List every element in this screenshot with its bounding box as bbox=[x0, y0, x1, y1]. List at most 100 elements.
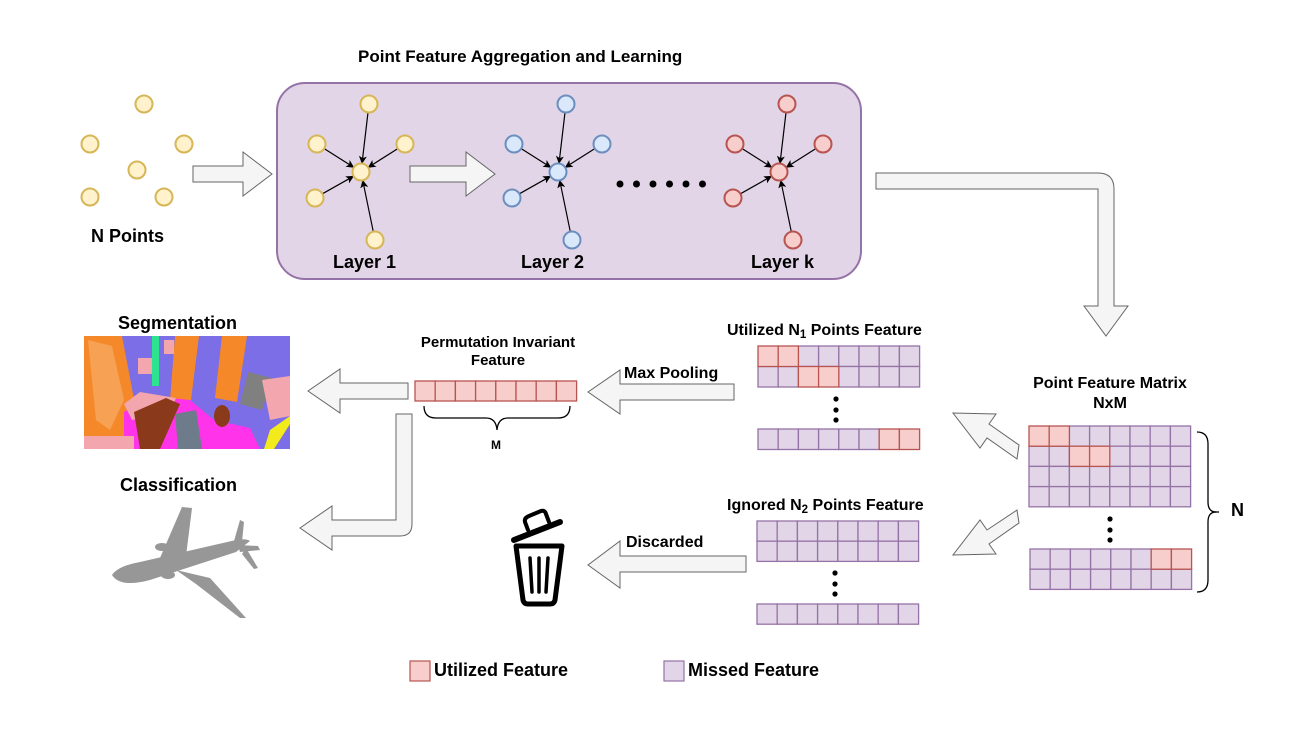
missed-feature-cell bbox=[1149, 485, 1172, 508]
missed-feature-cell bbox=[877, 520, 900, 542]
missed-feature-cell bbox=[756, 520, 778, 542]
missed-feature-cell bbox=[1029, 548, 1051, 570]
edge-arrow bbox=[740, 175, 773, 195]
invariant-title: Permutation Invariant Feature bbox=[388, 334, 608, 369]
missed-feature-cell bbox=[857, 520, 879, 542]
utilized-feature-cell bbox=[817, 365, 840, 388]
diagram-title: Point Feature Aggregation and Learning bbox=[358, 47, 683, 66]
missed-feature-cell bbox=[1149, 445, 1172, 468]
missed-feature-cell bbox=[877, 603, 900, 625]
missed-feature-cell bbox=[1169, 485, 1192, 508]
utilized-feature-cell bbox=[474, 380, 497, 402]
missed-feature-cell bbox=[838, 365, 860, 388]
missed-feature-cell bbox=[898, 365, 921, 388]
center-point bbox=[548, 162, 568, 182]
missed-feature-cell bbox=[796, 603, 819, 625]
utilized-feature-cell bbox=[1068, 445, 1091, 468]
missed-feature-cell bbox=[1068, 425, 1091, 447]
neighbor-point bbox=[359, 94, 379, 114]
missed-feature-cell bbox=[1109, 445, 1131, 468]
utilized-feature-cell bbox=[515, 380, 537, 402]
neighbor-point bbox=[556, 94, 576, 114]
layer-2-label: Layer 2 bbox=[521, 252, 585, 272]
missed-feature-cell bbox=[1028, 465, 1050, 488]
missed-feature-cell bbox=[857, 540, 879, 563]
invariant-title-line2: Feature bbox=[470, 352, 526, 369]
utilized-feature-cell bbox=[878, 428, 901, 451]
missed-feature-cell bbox=[837, 520, 859, 542]
discarded-label: Discarded bbox=[626, 534, 704, 551]
ellipsis-dot bbox=[666, 180, 673, 188]
missed-feature-cell bbox=[1170, 568, 1193, 591]
missed-feature-cell bbox=[1109, 485, 1131, 508]
edge-arrow bbox=[776, 112, 787, 165]
missed-feature-cell bbox=[1068, 465, 1091, 488]
airplane-point-cloud bbox=[112, 507, 260, 618]
missed-feature-cell bbox=[777, 428, 800, 451]
legend-swatch-utilized bbox=[409, 660, 431, 682]
ellipsis-dot bbox=[616, 180, 624, 188]
missed-feature-cell bbox=[1109, 425, 1131, 447]
input-point bbox=[134, 94, 154, 114]
missed-feature-cell bbox=[776, 603, 799, 625]
utilized-feature-cell bbox=[797, 365, 820, 388]
missed-feature-cell bbox=[1069, 568, 1092, 591]
missed-feature-cell bbox=[1169, 445, 1192, 468]
layer-graph-1 bbox=[305, 94, 415, 250]
utilized-feature-grid bbox=[757, 345, 921, 451]
layer-k-label: Layer k bbox=[751, 252, 815, 272]
edge-arrow bbox=[521, 148, 552, 168]
utilized-feature-cell bbox=[757, 345, 779, 368]
utilized-feature-cell bbox=[1028, 425, 1050, 447]
utilized-title-prefix: Utilized N bbox=[727, 322, 800, 339]
neighbor-point bbox=[365, 230, 385, 250]
missed-feature-cell bbox=[1110, 568, 1132, 591]
arrow-input-to-layers bbox=[192, 150, 273, 198]
missed-feature-cell bbox=[1150, 568, 1173, 591]
matrix-title-line2: NxM bbox=[1093, 395, 1127, 412]
layer-graphs bbox=[305, 94, 833, 250]
input-point bbox=[154, 187, 174, 207]
utilized-feature-cell bbox=[434, 380, 457, 402]
missed-feature-cell bbox=[1129, 465, 1151, 488]
utilized-feature-cell bbox=[777, 345, 800, 368]
arrow-discarded bbox=[587, 540, 747, 589]
missed-feature-cell bbox=[1088, 425, 1111, 447]
missed-feature-cell bbox=[897, 603, 920, 625]
neighbor-point bbox=[783, 230, 803, 250]
utilized-title: Utilized N1 Points Feature bbox=[727, 322, 922, 341]
missed-feature-cell bbox=[756, 540, 778, 563]
classification-label: Classification bbox=[120, 475, 238, 495]
invariant-feature-vector bbox=[414, 380, 578, 402]
edge-arrow bbox=[778, 179, 792, 232]
missed-feature-cell bbox=[817, 345, 840, 368]
missed-feature-cell bbox=[878, 345, 901, 368]
ellipsis-dot bbox=[699, 180, 706, 188]
point-feature-matrix bbox=[1028, 425, 1193, 591]
missed-feature-cell bbox=[777, 365, 800, 388]
neighbor-point bbox=[395, 134, 415, 154]
edge-arrow bbox=[519, 175, 552, 195]
utilized-feature-cell bbox=[555, 380, 578, 402]
invariant-brace-label: M bbox=[491, 438, 501, 452]
invariant-title-line1: Permutation Invariant bbox=[420, 334, 576, 351]
missed-feature-cell bbox=[1109, 465, 1131, 488]
ignored-title: Ignored N2 Points Feature bbox=[727, 497, 924, 516]
utilized-feature-cell bbox=[495, 380, 517, 402]
missed-feature-cell bbox=[1130, 568, 1152, 591]
missed-feature-cell bbox=[1048, 465, 1071, 488]
arrow-matrix-to-ignored bbox=[951, 509, 1020, 556]
missed-feature-cell bbox=[796, 540, 819, 563]
aggregation-panel bbox=[276, 82, 862, 280]
edge-arrow bbox=[360, 179, 374, 232]
missed-feature-cell bbox=[1048, 445, 1071, 468]
center-point bbox=[351, 162, 371, 182]
neighbor-point bbox=[307, 134, 327, 154]
utilized-feature-cell bbox=[1170, 548, 1193, 570]
legend-utilized-label: Utilized Feature bbox=[434, 660, 569, 680]
neighbor-point bbox=[562, 230, 582, 250]
neighbor-point bbox=[723, 188, 743, 208]
trash-can-icon bbox=[511, 508, 565, 607]
legend-missed-label: Missed Feature bbox=[688, 660, 820, 680]
